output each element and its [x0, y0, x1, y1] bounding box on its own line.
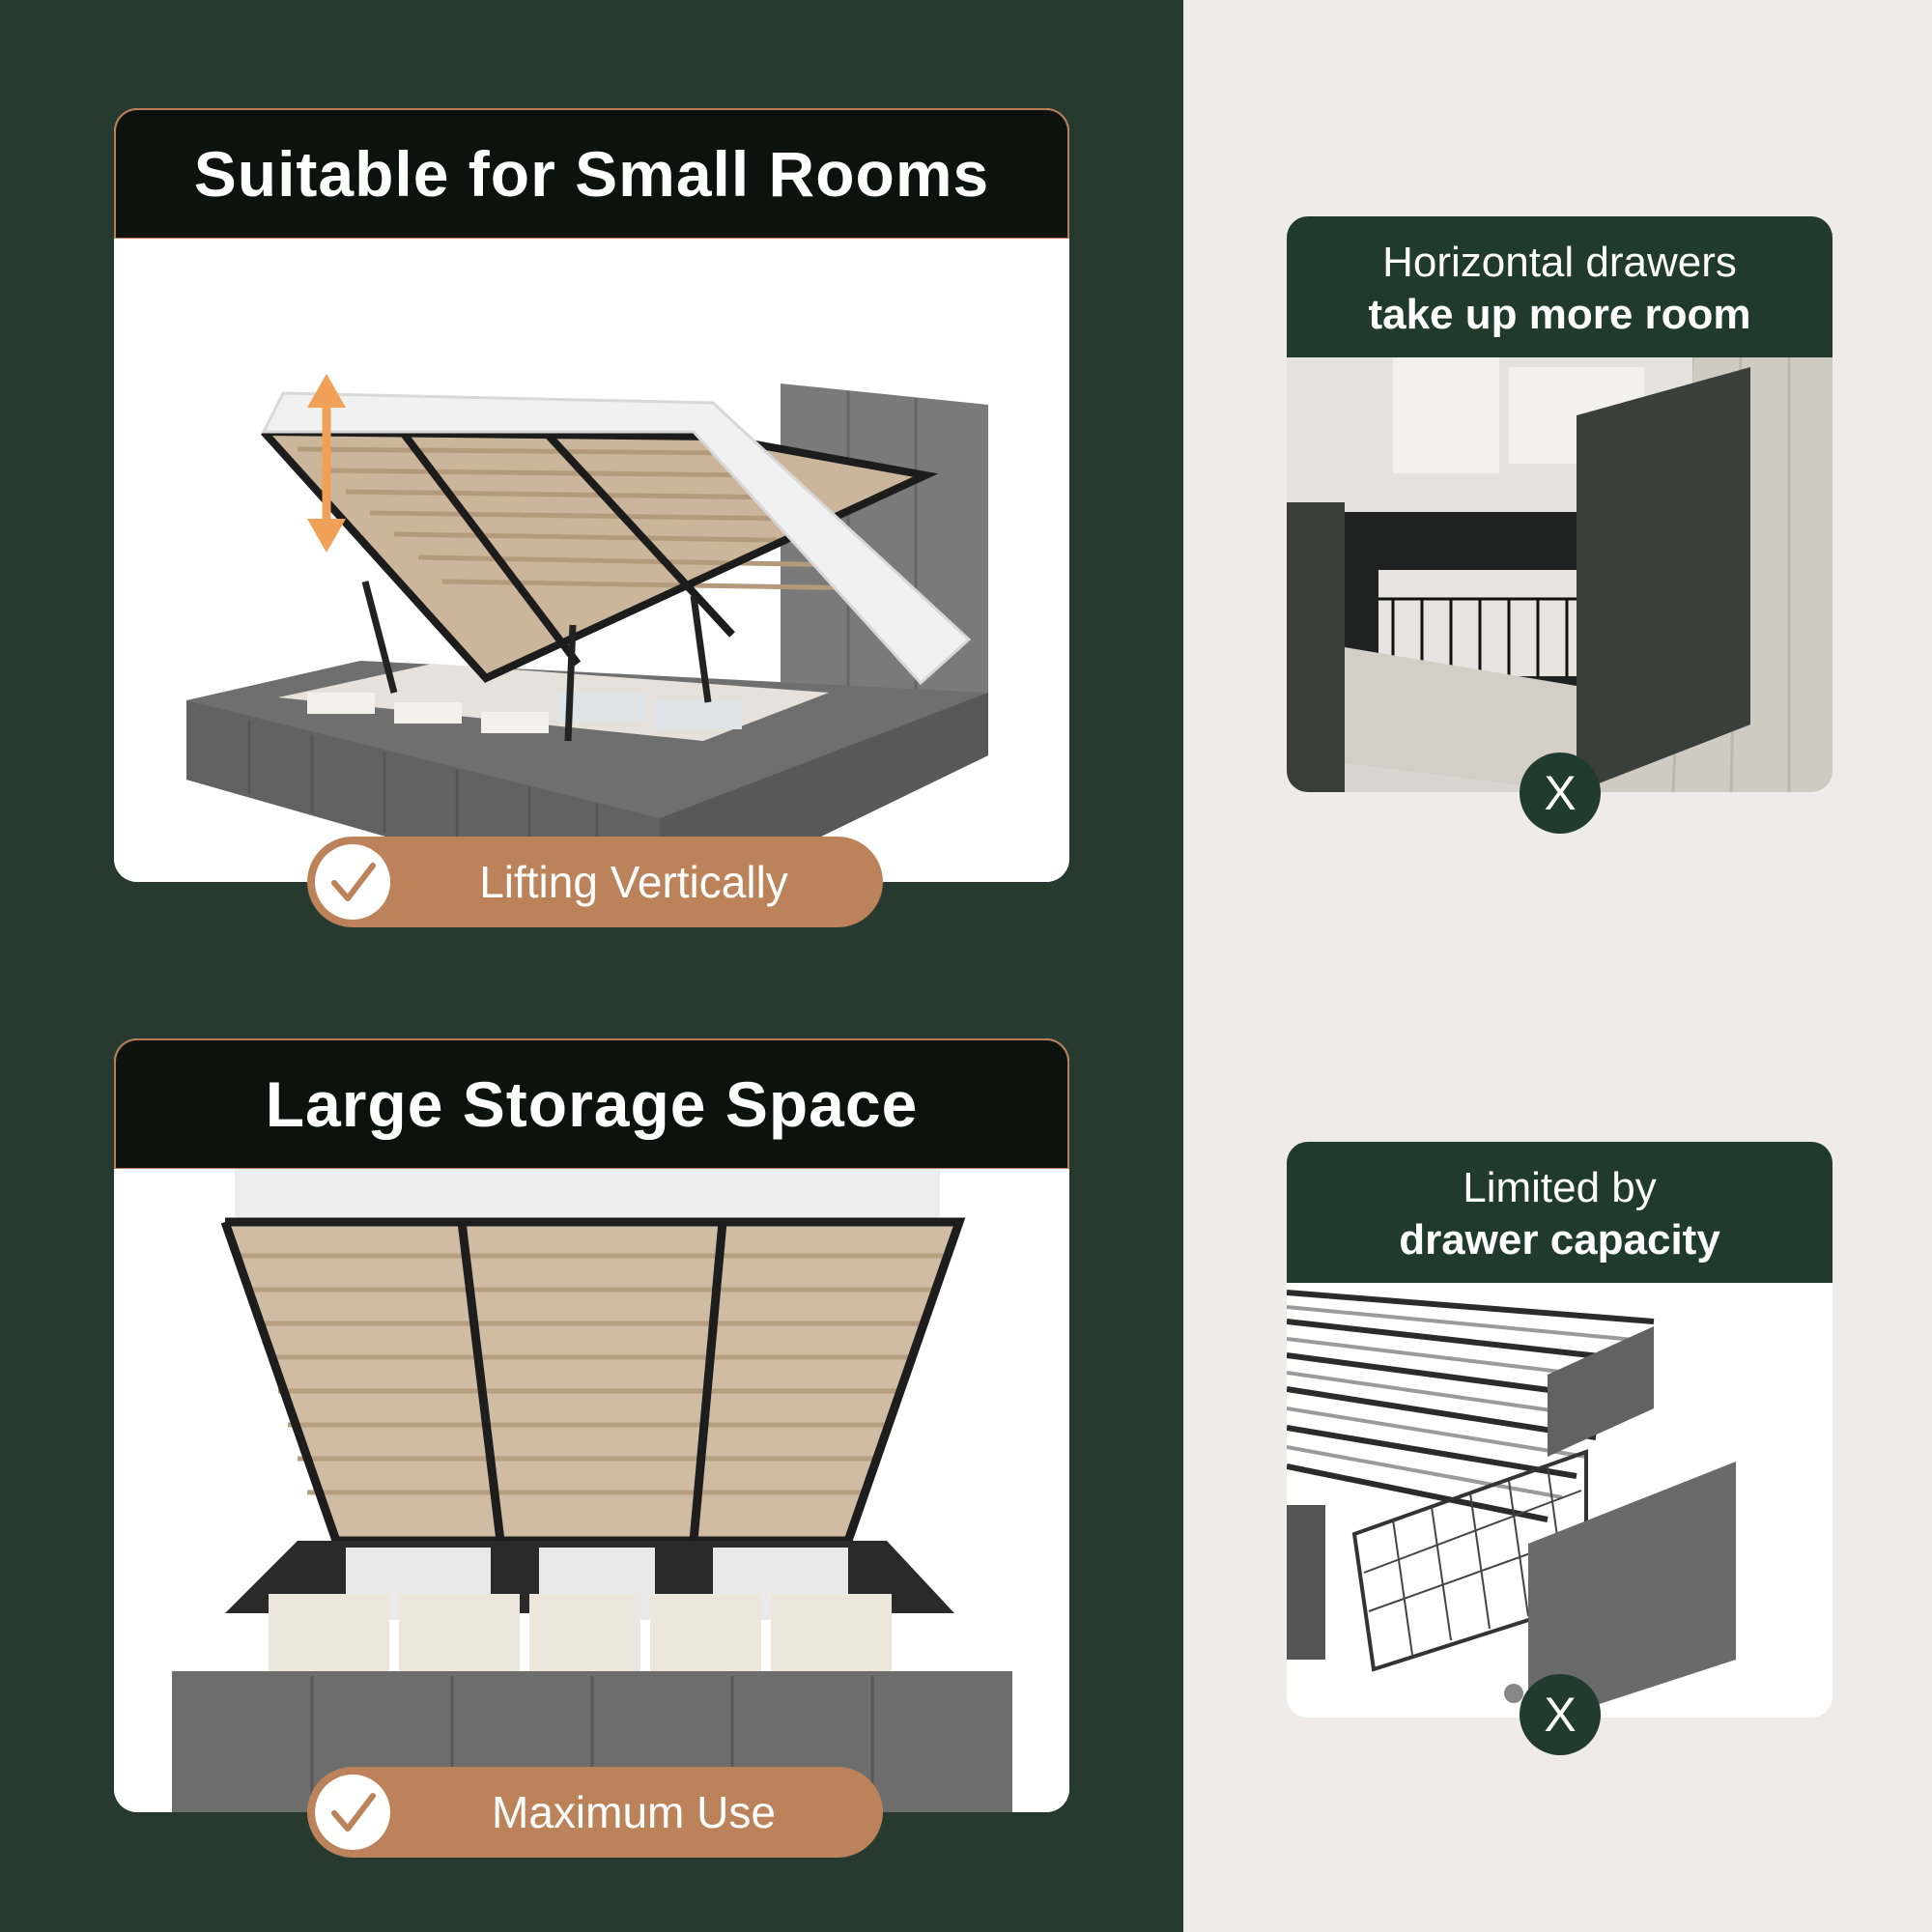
card-title: Large Storage Space [265, 1068, 919, 1140]
check-icon-glyph [331, 1793, 376, 1832]
rcard-header: Horizontal drawers take up more room [1287, 216, 1833, 357]
card-title: Suitable for Small Rooms [193, 138, 990, 210]
check-icon-glyph [331, 863, 376, 901]
drawer-capacity-card: Limited by drawer capacity [1287, 1142, 1833, 1718]
badge-label: Maximum Use [492, 1787, 776, 1837]
badge-label: Lifting Vertically [479, 857, 788, 907]
small-rooms-card: Suitable for Small Rooms [114, 108, 1069, 882]
rcard-line-1: Horizontal drawers [1382, 239, 1737, 286]
lift-bed-side-image [114, 239, 1069, 882]
drawer-bed-image [1287, 357, 1833, 792]
check-icon [315, 1775, 390, 1850]
card-header: Large Storage Space [114, 1038, 1069, 1171]
lifting-vertically-badge: Lifting Vertically [307, 837, 883, 927]
maximum-use-badge: Maximum Use [307, 1767, 883, 1858]
rcard-line-2: take up more room [1368, 291, 1751, 338]
card-header: Suitable for Small Rooms [114, 108, 1069, 241]
x-mark-badge: X [1520, 753, 1601, 834]
x-mark-badge: X [1520, 1674, 1601, 1755]
storage-space-card: Large Storage Space [114, 1038, 1069, 1812]
check-icon [315, 844, 390, 920]
wire-drawer-image [1287, 1283, 1833, 1718]
lift-bed-front-image [114, 1169, 1069, 1812]
rcard-line-2: drawer capacity [1399, 1216, 1720, 1264]
horizontal-drawers-card: Horizontal drawers take up more room [1287, 216, 1833, 792]
rcard-line-1: Limited by [1463, 1164, 1657, 1211]
rcard-header: Limited by drawer capacity [1287, 1142, 1833, 1283]
